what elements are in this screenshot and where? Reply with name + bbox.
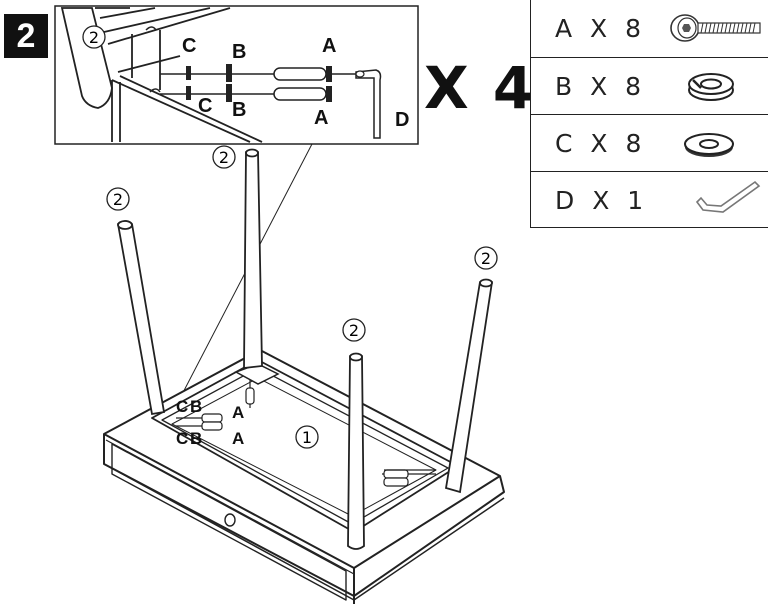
leg-left [117,220,166,416]
drawer-knob [224,513,236,527]
leg-markers: 2 2 2 2 [106,145,498,342]
table-top [103,349,505,604]
detail-label-c-top: C [182,35,196,57]
leg-marker-right: 2 [481,249,491,268]
corner-label-b-bottom: B [190,429,202,448]
part-row-b: B X 8 [531,57,768,114]
leg-back [243,149,263,370]
corner-label-c-top: C [176,397,188,416]
table-top-marker [295,425,319,449]
detail-upper-bolt [160,64,360,82]
detail-allen-key [355,69,382,139]
leg-marker-front: 2 [349,321,359,340]
part-b-label: B X 8 [555,72,647,101]
spring-washer-icon [688,73,734,101]
part-a-label: A X 8 [555,14,647,43]
detail-label-b-top: B [232,41,246,63]
detail-frame-rails [95,7,263,143]
corner-label-a-bottom: A [232,429,244,448]
part-d-label: D X 1 [555,186,649,215]
corner-bolts [176,370,436,487]
detail-label-a-bottom: A [314,107,328,129]
flat-washer-icon [684,133,734,157]
detail-label-c-bottom: C [198,95,212,117]
quantity-multiplier: X 4 [424,54,536,122]
corner-label-a-top: A [232,403,244,422]
bolt-icon [670,14,761,42]
detail-leg-marker [82,25,106,49]
detail-label-b-bottom: B [232,99,246,121]
part-row-a: A X 8 [531,0,768,57]
corner-label-b-top: B [190,397,202,416]
part-row-d: D X 1 [531,171,768,228]
legs [117,148,493,550]
drawer-front [111,443,347,601]
detail-lower-bolt [160,84,332,102]
corner-label-c-bottom: C [176,429,188,448]
table-top-marker-text: 1 [302,428,312,447]
allen-key-icon [695,180,761,213]
detail-leg-marker-text: 2 [89,28,99,47]
leg-front [347,353,365,550]
detail-label-a-top: A [322,35,336,57]
part-c-label: C X 8 [555,129,647,158]
detail-inset: 2 A B C A B C D [54,5,419,145]
leg-marker-left: 2 [113,190,123,209]
leg-marker-back: 2 [219,148,229,167]
step-number-badge: 2 [4,14,48,58]
part-row-c: C X 8 [531,114,768,171]
detail-label-d: D [395,109,409,131]
parts-table: A X 8 B X 8 [530,0,768,228]
